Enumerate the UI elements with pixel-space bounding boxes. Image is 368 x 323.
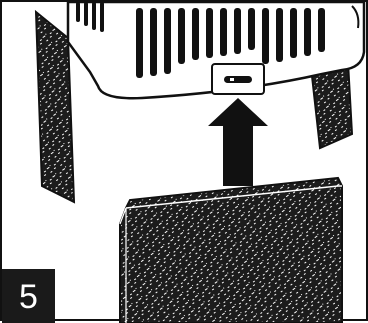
up-arrow [208, 98, 268, 186]
release-latch [212, 64, 264, 94]
step-number: 5 [19, 278, 38, 317]
replacement-filter [120, 178, 342, 323]
step-number-badge: 5 [2, 269, 55, 323]
